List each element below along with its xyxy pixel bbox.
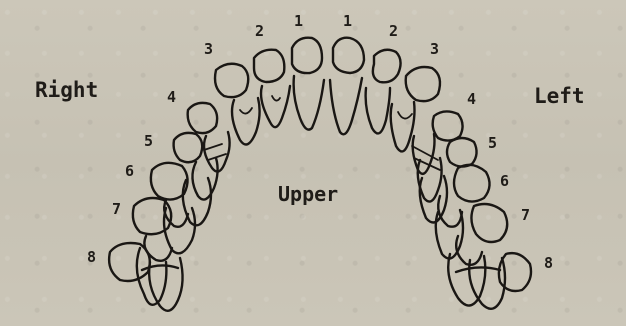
upper-jaw-label: Upper bbox=[278, 182, 338, 206]
tooth-number-left-2: 2 bbox=[389, 22, 398, 40]
tooth-left-7 bbox=[436, 204, 507, 265]
tooth-number-right-5: 5 bbox=[144, 132, 153, 150]
tooth-right-1 bbox=[292, 38, 324, 130]
tooth-left-6 bbox=[420, 165, 490, 227]
tooth-number-left-5: 5 bbox=[488, 134, 497, 152]
tooth-number-right-3: 3 bbox=[204, 40, 213, 58]
tooth-number-left-8: 8 bbox=[544, 254, 553, 272]
tooth-left-8 bbox=[448, 253, 531, 309]
tooth-left-5 bbox=[412, 138, 477, 202]
tooth-number-right-7: 7 bbox=[112, 200, 121, 218]
tooth-number-right-8: 8 bbox=[87, 248, 96, 266]
tooth-left-3 bbox=[391, 67, 440, 151]
right-side-label: Right bbox=[35, 78, 98, 102]
tooth-number-left-6: 6 bbox=[500, 172, 509, 190]
tooth-number-right-4: 4 bbox=[167, 88, 176, 106]
tooth-number-left-4: 4 bbox=[467, 90, 476, 108]
tooth-left-1 bbox=[330, 38, 364, 135]
left-side-label: Left bbox=[534, 84, 585, 108]
tooth-number-left-3: 3 bbox=[430, 40, 439, 58]
tooth-right-6 bbox=[151, 163, 211, 227]
tooth-number-right-1: 1 bbox=[294, 12, 303, 30]
tooth-right-3 bbox=[215, 64, 260, 145]
tooth-number-right-6: 6 bbox=[125, 162, 134, 180]
tooth-left-2 bbox=[366, 50, 401, 134]
tooth-number-left-1: 1 bbox=[343, 12, 352, 30]
tooth-number-left-7: 7 bbox=[521, 206, 530, 224]
tooth-number-right-2: 2 bbox=[255, 22, 264, 40]
